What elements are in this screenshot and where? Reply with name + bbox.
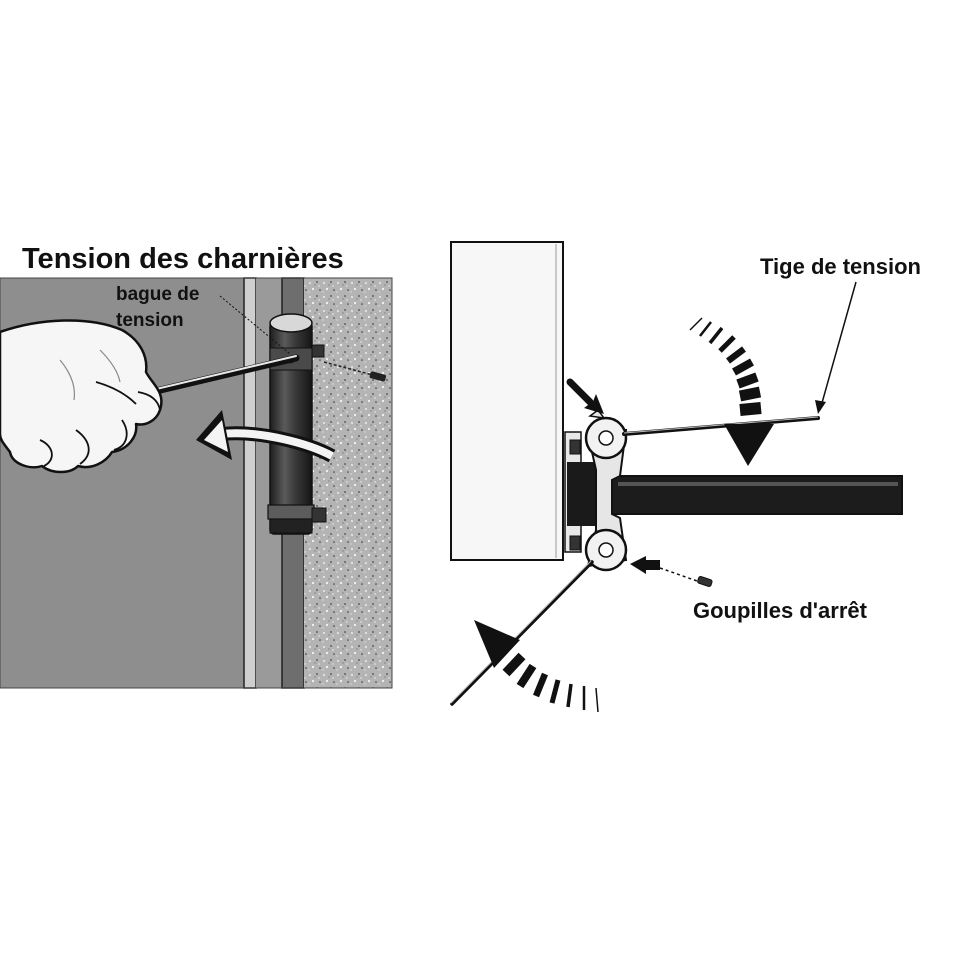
frame-channel	[567, 462, 595, 526]
hand	[0, 319, 163, 474]
tension-rod-lower	[450, 560, 594, 706]
frame-bar	[611, 475, 903, 515]
rod-label: Tige de tension	[760, 254, 921, 279]
left-panel-border	[0, 277, 393, 689]
pins-label: Goupilles d'arrêt	[693, 598, 868, 623]
stop-pin-right	[659, 567, 713, 587]
right-panel: Tige de tension Goupilles d'arrêt	[450, 241, 921, 713]
rod-label-leader	[819, 281, 857, 411]
ring-label-leader	[219, 295, 291, 355]
curved-arrow-down	[689, 317, 774, 466]
tension-rod-upper	[622, 416, 820, 436]
rotation-arrow-left	[196, 410, 336, 463]
pointer-arrow-lower	[630, 556, 660, 574]
bolt-top	[569, 439, 581, 455]
wall-surface	[304, 278, 392, 688]
ring-label-line2: tension	[116, 310, 184, 331]
door-block	[450, 241, 564, 561]
curved-arrow-up	[474, 620, 599, 713]
hinge-barrel	[267, 313, 327, 535]
tension-rod-left	[148, 354, 300, 396]
ring-label-line1: bague de	[116, 284, 199, 305]
left-panel: Tension des charnières	[0, 243, 393, 689]
stop-pin	[323, 361, 387, 382]
left-panel-title: Tension des charnières	[22, 243, 344, 275]
bolt-bottom	[569, 535, 581, 551]
door-edge	[243, 277, 257, 689]
